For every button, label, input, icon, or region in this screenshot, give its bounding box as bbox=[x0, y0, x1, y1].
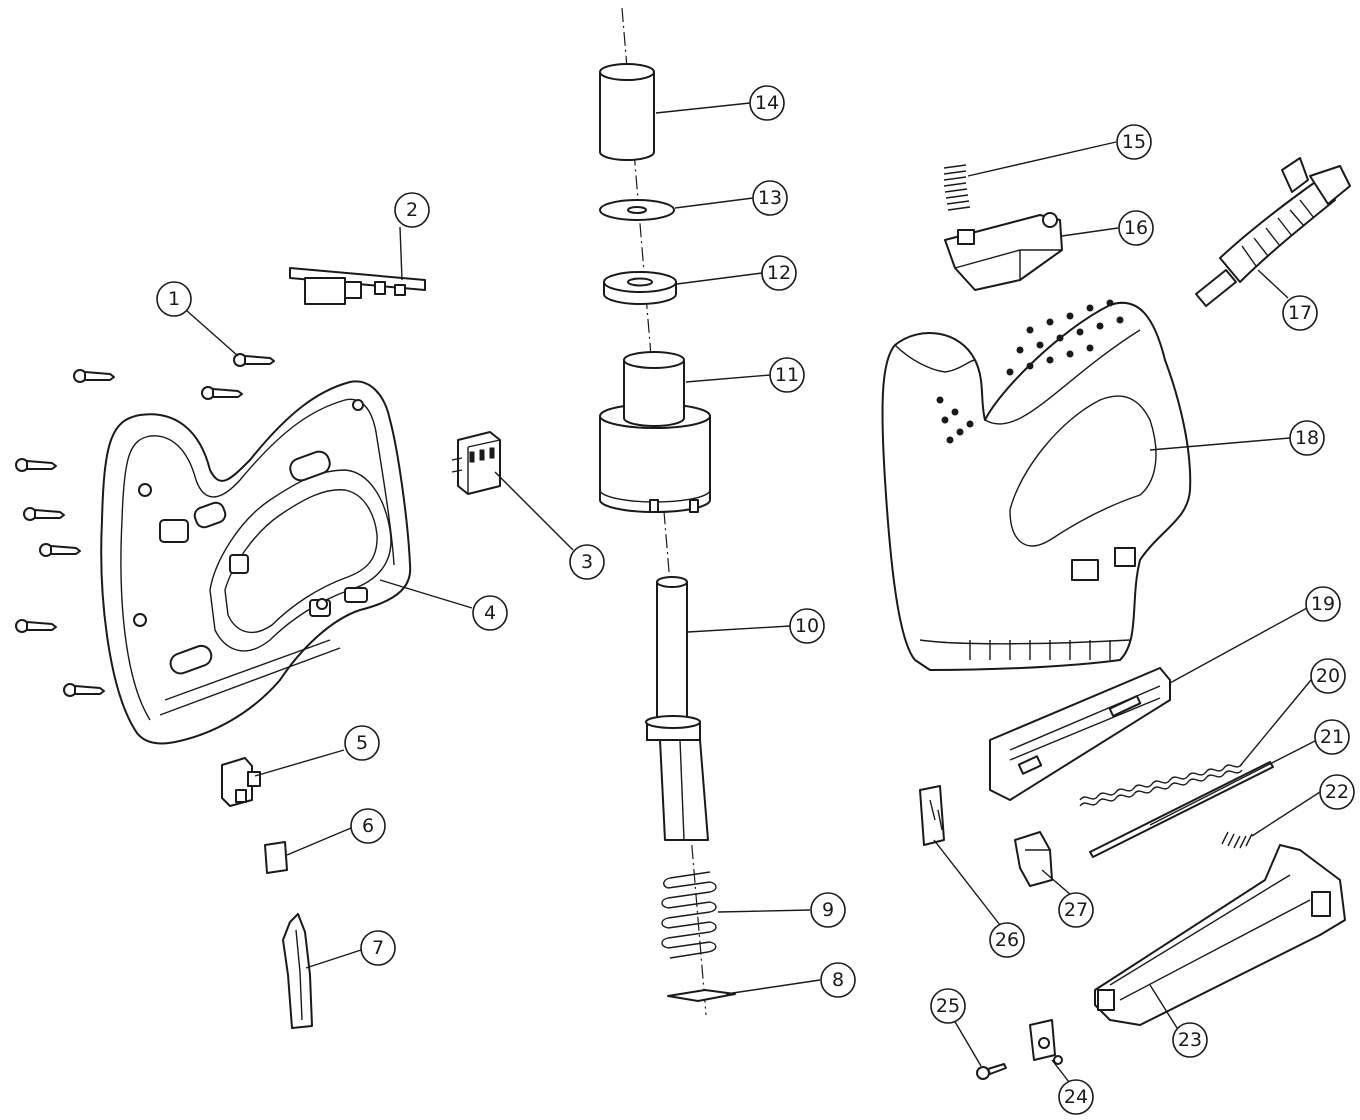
bracket-part bbox=[919, 785, 945, 846]
magazine-spring-part bbox=[1079, 763, 1243, 807]
driver-blade-part bbox=[667, 989, 736, 1002]
callout-8: 8 bbox=[820, 962, 856, 998]
callout-19: 19 bbox=[1305, 586, 1341, 622]
svg-text:22: 22 bbox=[1325, 781, 1349, 803]
callout-12: 12 bbox=[761, 255, 797, 291]
svg-text:26: 26 bbox=[995, 929, 1019, 951]
svg-text:12: 12 bbox=[767, 262, 791, 284]
callout-1: 1 bbox=[156, 281, 192, 317]
callout-13: 13 bbox=[752, 180, 788, 216]
svg-text:19: 19 bbox=[1311, 593, 1335, 615]
callout-6: 6 bbox=[350, 808, 386, 844]
plunger-part bbox=[645, 576, 709, 841]
svg-text:6: 6 bbox=[362, 815, 374, 837]
svg-text:7: 7 bbox=[372, 937, 384, 959]
svg-text:23: 23 bbox=[1178, 1029, 1202, 1051]
callout-4: 4 bbox=[472, 595, 508, 631]
callout-24: 24 bbox=[1058, 1079, 1094, 1115]
callout-26: 26 bbox=[989, 922, 1025, 958]
sleeve-part bbox=[599, 63, 655, 161]
callout-14: 14 bbox=[749, 85, 785, 121]
callout-11: 11 bbox=[769, 357, 805, 393]
callout-15: 15 bbox=[1116, 124, 1152, 160]
leader-lines bbox=[185, 102, 1321, 1083]
svg-text:27: 27 bbox=[1064, 899, 1088, 921]
block-part bbox=[264, 841, 288, 874]
svg-text:25: 25 bbox=[936, 995, 960, 1017]
callout-9: 9 bbox=[810, 892, 846, 928]
svg-text:4: 4 bbox=[484, 602, 496, 624]
magazine-rail-part bbox=[989, 667, 1171, 801]
svg-text:3: 3 bbox=[581, 551, 593, 573]
callout-3: 3 bbox=[569, 544, 605, 580]
callout-20: 20 bbox=[1310, 658, 1346, 694]
washer-part bbox=[599, 199, 675, 221]
callout-5: 5 bbox=[344, 725, 380, 761]
svg-text:18: 18 bbox=[1295, 427, 1319, 449]
pusher-spring-part bbox=[1221, 831, 1253, 849]
spring-clip-part bbox=[1014, 831, 1053, 887]
callout-16: 16 bbox=[1118, 210, 1154, 246]
screw-set-part bbox=[15, 353, 275, 697]
callout-25: 25 bbox=[930, 988, 966, 1024]
callout-17: 17 bbox=[1282, 295, 1318, 331]
svg-text:11: 11 bbox=[775, 364, 799, 386]
clip-part bbox=[1029, 1019, 1063, 1065]
svg-text:24: 24 bbox=[1064, 1086, 1088, 1108]
svg-text:20: 20 bbox=[1316, 665, 1340, 687]
solenoid-coil-part bbox=[599, 351, 711, 513]
callout-10: 10 bbox=[789, 608, 825, 644]
callout-22: 22 bbox=[1319, 774, 1355, 810]
callout-27: 27 bbox=[1058, 892, 1094, 928]
spacer-part bbox=[603, 271, 677, 305]
circuit-board-part bbox=[289, 267, 426, 305]
small-spring-part bbox=[943, 164, 971, 211]
svg-text:13: 13 bbox=[758, 187, 782, 209]
switch-part bbox=[451, 431, 501, 495]
lever-part bbox=[282, 913, 313, 1029]
svg-text:16: 16 bbox=[1124, 217, 1148, 239]
svg-text:10: 10 bbox=[795, 615, 819, 637]
callout-2: 2 bbox=[394, 192, 430, 228]
svg-text:5: 5 bbox=[356, 732, 368, 754]
button-part bbox=[221, 757, 261, 807]
left-housing-part bbox=[100, 380, 412, 745]
svg-text:2: 2 bbox=[406, 199, 418, 221]
small-screw-part bbox=[976, 1063, 1007, 1080]
right-housing-part bbox=[881, 299, 1192, 671]
svg-text:15: 15 bbox=[1122, 131, 1146, 153]
callout-23: 23 bbox=[1172, 1022, 1208, 1058]
svg-text:9: 9 bbox=[822, 899, 834, 921]
svg-text:8: 8 bbox=[832, 969, 844, 991]
svg-text:1: 1 bbox=[168, 288, 180, 310]
main-spring-part bbox=[661, 871, 717, 959]
svg-text:14: 14 bbox=[755, 92, 779, 114]
power-cord-part bbox=[1195, 157, 1351, 307]
magazine-part bbox=[1094, 844, 1346, 1026]
callout-18: 18 bbox=[1289, 420, 1325, 456]
callout-21: 21 bbox=[1314, 719, 1350, 755]
svg-text:17: 17 bbox=[1288, 302, 1312, 324]
latch-part bbox=[944, 212, 1063, 291]
callout-7: 7 bbox=[360, 930, 396, 966]
svg-text:21: 21 bbox=[1320, 726, 1344, 748]
